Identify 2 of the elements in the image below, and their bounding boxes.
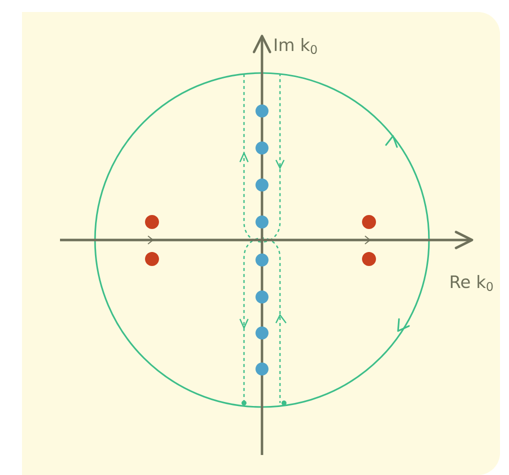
axis-label: Im k$_{0}$ [274,38,317,54]
axis-label: Re k$_{0}$ [450,275,493,291]
